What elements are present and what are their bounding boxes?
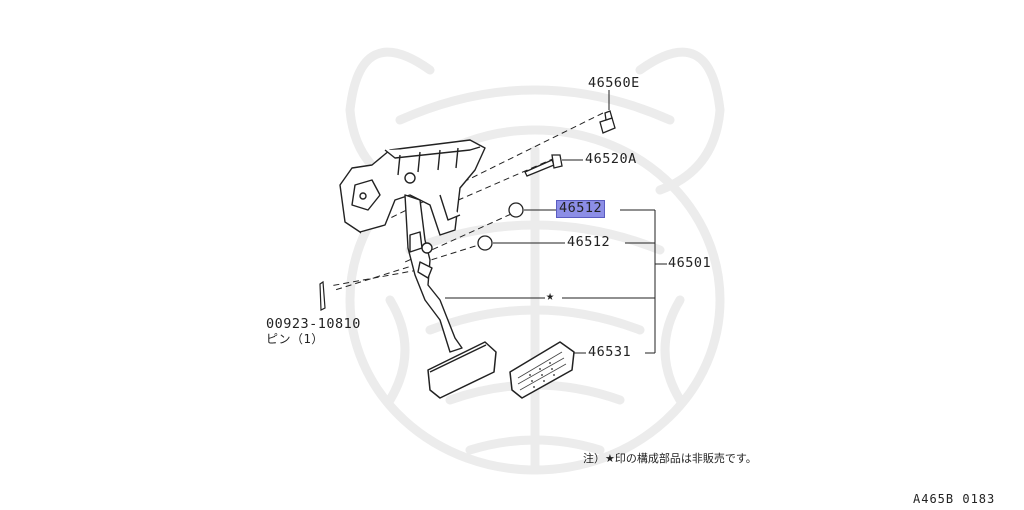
part-name-pin: ピン（1） — [266, 332, 324, 346]
watermark-emblem — [345, 47, 725, 475]
part-number-00923-10810[interactable]: 00923-10810 — [266, 316, 361, 332]
pedal-pad-installed — [427, 341, 497, 399]
footnote: 注）★印の構成部品は非販売です。 — [583, 452, 757, 465]
part-number-46512-highlighted[interactable]: 46512 — [555, 200, 606, 218]
star-marker: ★ — [546, 288, 555, 304]
pedal-pad-part — [509, 341, 575, 399]
part-number-46520A[interactable]: 46520A — [585, 151, 637, 167]
bolt-46560E — [599, 110, 616, 134]
pin-00923-10810 — [319, 280, 326, 311]
part-number-46531[interactable]: 46531 — [588, 344, 632, 360]
pin-46520A — [524, 154, 563, 177]
pedal-arm — [404, 194, 463, 353]
part-number-46560E[interactable]: 46560E — [588, 75, 640, 91]
pedal-bracket — [339, 139, 486, 236]
bushing-46512-upper — [508, 202, 524, 218]
leader-lines — [445, 90, 667, 354]
diagram-code: A465B 0183 — [913, 492, 996, 506]
bushing-46512-lower — [477, 235, 493, 251]
part-number-46501[interactable]: 46501 — [668, 255, 712, 271]
part-number-46512[interactable]: 46512 — [567, 234, 611, 250]
